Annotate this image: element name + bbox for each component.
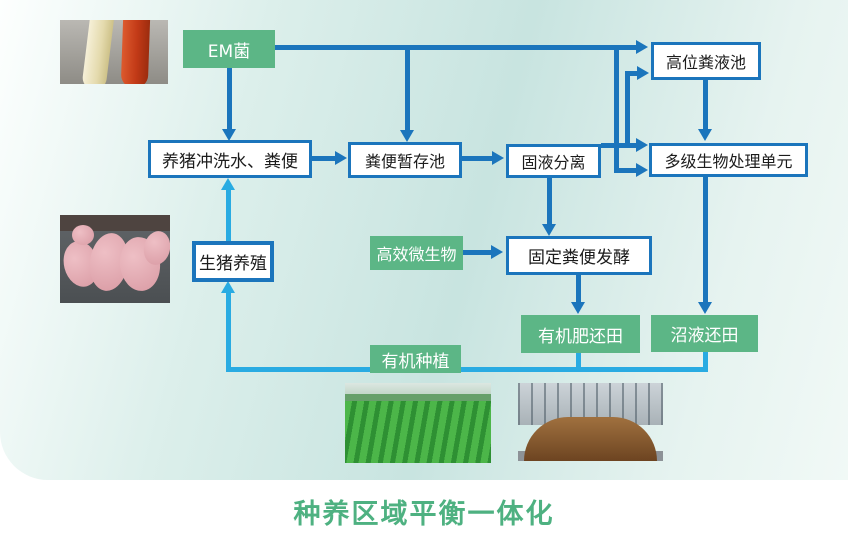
connector-microbes-to-fermentation xyxy=(463,250,493,255)
arrowhead-pigwash-to-storage xyxy=(335,151,347,165)
connector-fermentation-to-orgfert xyxy=(576,275,581,304)
page-title: 种养区域平衡一体化 xyxy=(293,499,555,530)
arrowhead-pigbreeding-to-pigwash xyxy=(221,178,235,190)
red-tube-shape xyxy=(120,20,151,84)
connector-em-branch-to-multistage-h xyxy=(614,168,638,173)
connector-orgfert-down xyxy=(576,353,581,372)
connector-multistage-to-slurry xyxy=(703,177,708,304)
arrowhead-highpool-to-multistage xyxy=(698,129,712,141)
arrowhead-separation-branch-to-highpool xyxy=(637,66,649,80)
diagram-panel: EM菌 高效微生物 有机肥还田 沼液还田 有机种植 养猪冲洗水、粪便 粪便暂存池… xyxy=(0,0,848,480)
arrowhead-multistage-to-slurry xyxy=(698,302,712,314)
node-organic-fertilizer-return: 有机肥还田 xyxy=(521,315,640,353)
crop-rows xyxy=(345,401,491,463)
arrowhead-separation-to-fermentation xyxy=(542,224,556,236)
connector-separation-branch-to-highpool-v xyxy=(625,71,630,148)
connector-separation-to-multistage xyxy=(601,143,638,148)
node-efficient-microbes: 高效微生物 xyxy=(370,236,463,270)
piglets-photo xyxy=(60,215,170,303)
em-culture-tubes-photo xyxy=(60,20,168,84)
connector-separation-to-fermentation xyxy=(547,178,552,226)
arrowhead-microbes-to-fermentation xyxy=(491,245,503,259)
arrowhead-em-branch-to-multistage xyxy=(636,163,648,177)
cream-tube-shape xyxy=(81,20,115,84)
compost-shed-photo xyxy=(518,383,663,461)
node-pig-breeding: 生猪养殖 xyxy=(192,241,274,282)
node-organic-planting: 有机种植 xyxy=(370,345,461,373)
node-fixed-manure-fermentation: 固定粪便发酵 xyxy=(506,236,652,275)
arrowhead-recycle-to-pigbreeding xyxy=(221,281,235,293)
connector-em-branch-to-storage xyxy=(405,47,410,131)
node-high-manure-pool: 高位粪液池 xyxy=(651,42,761,80)
arrowhead-em-to-pigwash xyxy=(222,129,236,141)
arrowhead-em-to-highpool xyxy=(636,40,648,54)
node-pig-wash-water: 养猪冲洗水、粪便 xyxy=(148,140,312,178)
node-manure-storage-pool: 粪便暂存池 xyxy=(348,142,462,178)
connector-pigwash-to-storage xyxy=(312,156,338,161)
connector-recycle-to-pigbreeding xyxy=(226,292,231,372)
connector-recycle-horizontal xyxy=(226,367,708,372)
connector-separation-branch-to-highpool-h xyxy=(625,71,639,76)
connector-slurry-down xyxy=(703,352,708,372)
connector-em-to-highpool xyxy=(275,45,636,50)
arrowhead-separation-to-multistage xyxy=(636,138,648,152)
node-biogas-slurry-return: 沼液还田 xyxy=(651,315,758,352)
node-em-bacteria: EM菌 xyxy=(183,30,275,68)
arrowhead-fermentation-to-orgfert xyxy=(571,302,585,314)
arrowhead-em-branch-to-storage xyxy=(400,130,414,142)
connector-pigbreeding-to-pigwash xyxy=(226,189,231,241)
connector-em-to-pigwash xyxy=(227,68,232,130)
node-multistage-bio-unit: 多级生物处理单元 xyxy=(649,143,808,177)
tree-line xyxy=(345,394,491,402)
sky-strip xyxy=(345,383,491,396)
connector-highpool-to-multistage xyxy=(703,80,708,131)
compost-mound xyxy=(524,417,657,461)
pig-shape xyxy=(72,225,94,245)
arrowhead-storage-to-separation xyxy=(492,151,504,165)
connector-em-branch-to-multistage-v xyxy=(614,47,619,173)
node-solid-liquid-separation: 固液分离 xyxy=(506,144,601,178)
crop-field-photo xyxy=(345,383,491,463)
connector-storage-to-separation xyxy=(462,156,494,161)
